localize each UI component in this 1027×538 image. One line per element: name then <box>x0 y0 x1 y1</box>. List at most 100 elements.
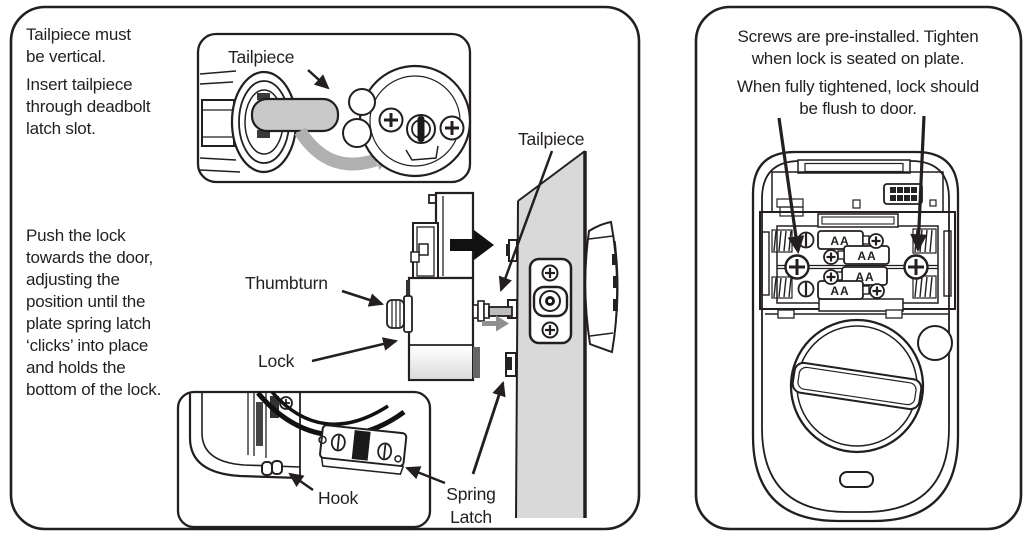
tailpiece-inset-label: Tailpiece <box>228 47 294 67</box>
privacy-button <box>917 325 953 361</box>
right-panel-border <box>694 5 1023 531</box>
instruction-line: be flush to door. <box>799 99 917 118</box>
mounting-plate <box>528 257 573 345</box>
spring-latch-plate <box>318 424 408 475</box>
screw-pointer-left <box>777 117 805 255</box>
instruction-line: ‘clicks’ into place <box>26 336 148 355</box>
battery-compartment: AA AA AA AA <box>759 211 956 319</box>
battery-slot: AA <box>817 230 870 250</box>
instruction-line: plate spring latch <box>26 314 151 333</box>
hook-shape <box>261 460 283 476</box>
instruction-line: Tailpiece must <box>26 25 131 44</box>
small-screw-phillips <box>869 283 885 299</box>
spring-latch-inset-arrow <box>405 466 446 485</box>
hook-arrow <box>288 472 314 492</box>
small-screw-slotted <box>797 231 815 249</box>
instruction-line: when lock is seated on plate. <box>751 49 965 68</box>
battery-label: AA <box>830 284 849 298</box>
push-direction-arrow <box>450 230 494 260</box>
hook-inset: Hook <box>176 390 432 529</box>
plate-screw-bottom <box>541 321 559 339</box>
tailpiece-insert-arrow <box>482 315 509 332</box>
inset-border <box>196 32 472 184</box>
instruction-insert-tailpiece: Insert tailpiece through deadbolt latch … <box>26 75 151 138</box>
lock-side-view <box>386 191 513 382</box>
instruction-line: position until the <box>26 292 145 311</box>
tailpiece-inset: Tailpiece <box>196 32 472 184</box>
tailpiece-bar <box>250 93 340 138</box>
plate-hub <box>532 285 569 318</box>
inset-border <box>176 390 432 529</box>
battery-slot: AA <box>837 245 890 265</box>
instruction-line: bottom of the lock. <box>26 380 161 399</box>
door-tailpiece-callout: Tailpiece <box>498 129 584 292</box>
exterior-keypad-side <box>584 220 619 354</box>
instruction-line: Insert tailpiece <box>26 75 132 94</box>
left-panel: Tailpiece must be vertical. Insert tailp… <box>9 5 641 531</box>
instruction-screws: Screws are pre-installed. Tighten when l… <box>737 27 979 118</box>
tailpiece-rod <box>472 300 513 322</box>
bottom-slot <box>839 471 874 488</box>
wire-connector <box>883 183 923 205</box>
instruction-line: towards the door, <box>26 248 153 267</box>
mounting-screw-left <box>784 254 810 280</box>
small-screw-slotted <box>797 280 815 298</box>
right-panel: Screws are pre-installed. Tighten when l… <box>694 5 1023 531</box>
instruction-line: and holds the <box>26 358 125 377</box>
hook-callout: Hook <box>288 472 359 508</box>
thumbturn-callout: Thumbturn <box>245 273 385 307</box>
thumbturn-arrow <box>341 289 385 307</box>
spring-latch-label-line2: Latch <box>450 507 492 527</box>
small-screw-phillips <box>823 249 839 265</box>
left-panel-border <box>9 5 641 531</box>
lock-callout: Lock <box>258 337 399 371</box>
small-screw-phillips <box>868 233 884 249</box>
battery-label: AA <box>830 234 849 248</box>
instruction-line: Screws are pre-installed. Tighten <box>738 27 979 46</box>
hook-label: Hook <box>318 488 359 508</box>
lock-upper-housing <box>434 191 475 280</box>
top-trim <box>797 159 911 174</box>
lock-bottom-shading <box>410 346 472 379</box>
instruction-line: through deadbolt <box>26 97 151 116</box>
latch-slot-hub <box>406 114 436 144</box>
battery-contact <box>771 229 793 253</box>
lock-side-compartment <box>410 222 439 281</box>
lock-bottom-edge <box>473 347 480 378</box>
battery-label: AA <box>857 249 876 263</box>
small-screw-phillips <box>823 269 839 285</box>
upper-circuit-panel <box>771 171 944 217</box>
battery-slot: AA <box>817 280 870 300</box>
thumbturn-dial <box>789 318 925 454</box>
tailpiece-inset-arrow <box>307 69 330 90</box>
screw-pointer-right <box>910 115 928 253</box>
instruction-line: When fully tightened, lock should <box>737 77 979 96</box>
door-tailpiece-label: Tailpiece <box>518 129 584 149</box>
instruction-line: Push the lock <box>26 226 126 245</box>
spring-latch-door-arrow <box>471 380 506 475</box>
plate-screw-top <box>541 264 559 282</box>
latch-screw-left <box>378 107 404 133</box>
battery-contact <box>771 276 793 299</box>
mounting-screw-right <box>903 254 929 280</box>
instruction-line: be vertical. <box>26 47 106 66</box>
latch-screw-right <box>439 115 465 141</box>
instruction-line: adjusting the <box>26 270 120 289</box>
deadbolt-latch-face <box>342 64 472 178</box>
instruction-push-lock: Push the lock towards the door, adjustin… <box>26 226 161 399</box>
door-spring-latch <box>505 352 517 377</box>
instruction-tailpiece-vertical: Tailpiece must be vertical. <box>26 25 132 66</box>
thumbturn-knob <box>386 295 413 333</box>
spring-latch-callout: Spring Latch <box>405 380 506 527</box>
lock-interior-view: AA AA AA AA <box>751 150 960 523</box>
door-section <box>505 150 619 519</box>
lock-label: Lock <box>258 351 295 371</box>
lock-arrow <box>311 337 399 363</box>
door-top-clip <box>506 239 518 262</box>
spring-latch-label-line1: Spring <box>446 484 495 504</box>
door-tailpiece-arrow <box>498 150 554 292</box>
lock-inner-case <box>761 160 950 513</box>
instruction-line: latch slot. <box>26 119 96 138</box>
